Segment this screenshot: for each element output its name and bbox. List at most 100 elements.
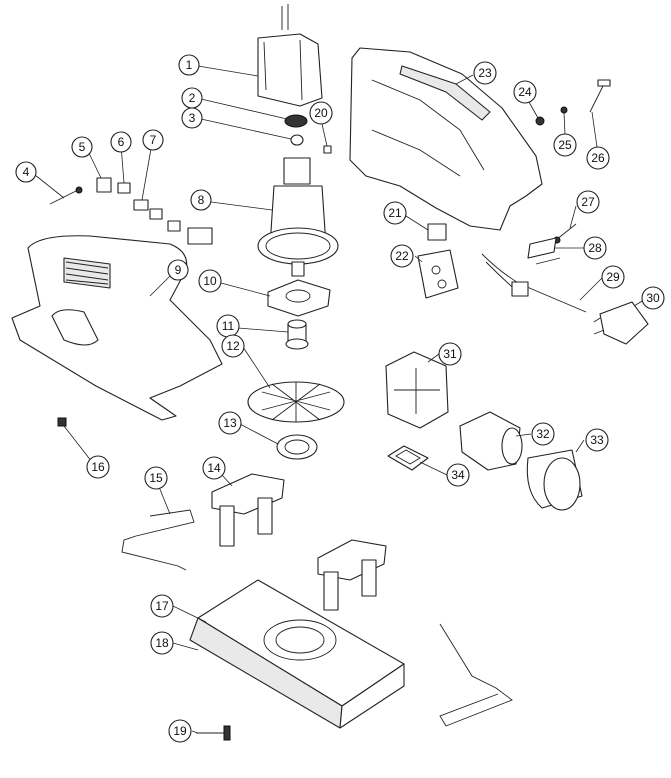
svg-text:26: 26 [591, 151, 605, 165]
svg-text:33: 33 [590, 433, 604, 447]
callout-6: 6 [110, 131, 132, 153]
callout-20: 20 [309, 101, 333, 125]
callout-31: 31 [438, 342, 462, 366]
svg-text:5: 5 [79, 140, 86, 154]
part-20-nut [323, 145, 332, 154]
callout-22: 22 [390, 244, 414, 268]
svg-text:29: 29 [606, 270, 620, 284]
svg-text:30: 30 [646, 291, 660, 305]
part-19-screw [196, 725, 231, 741]
callout-10: 10 [198, 269, 222, 293]
part-23-housing-half [349, 47, 543, 231]
svg-text:32: 32 [536, 427, 550, 441]
svg-text:31: 31 [443, 347, 457, 361]
svg-text:23: 23 [478, 66, 492, 80]
callout-19: 19 [168, 719, 192, 743]
part-14-bracket [211, 473, 285, 547]
part-11-sleeve [285, 319, 309, 350]
callout-26: 26 [586, 146, 610, 170]
part-32-cap [459, 411, 523, 471]
callout-33: 33 [585, 428, 609, 452]
svg-text:24: 24 [518, 85, 532, 99]
part-8-armature [257, 157, 339, 277]
svg-text:17: 17 [155, 599, 169, 613]
part-4-screw [49, 186, 83, 205]
part-22-switch [417, 249, 459, 299]
part-21-capacitor [427, 223, 447, 241]
callout-16: 16 [86, 455, 110, 479]
part-34-gasket [387, 445, 429, 471]
callout-24: 24 [513, 80, 537, 104]
part-16-nut [57, 417, 67, 427]
svg-text:27: 27 [581, 195, 595, 209]
callout-7: 7 [142, 129, 164, 151]
callout-27: 27 [576, 190, 600, 214]
callout-34: 34 [446, 463, 470, 487]
callout-29: 29 [601, 265, 625, 289]
callout-25: 25 [553, 133, 577, 157]
svg-text:6: 6 [118, 135, 125, 149]
svg-text:21: 21 [388, 206, 402, 220]
callout-2: 2 [181, 87, 203, 109]
part-24-washer [535, 116, 545, 126]
svg-text:15: 15 [149, 471, 163, 485]
callout-5: 5 [71, 136, 93, 158]
part-27-screw [553, 223, 577, 244]
callout-11: 11 [216, 314, 240, 338]
svg-text:16: 16 [91, 460, 105, 474]
svg-text:10: 10 [203, 274, 217, 288]
callout-30: 30 [641, 286, 665, 310]
svg-text:9: 9 [175, 263, 182, 277]
callout-23: 23 [473, 61, 497, 85]
callout-4: 4 [15, 161, 37, 183]
svg-text:11: 11 [222, 319, 235, 333]
part-2-washer [284, 114, 308, 128]
callout-9: 9 [167, 259, 189, 281]
svg-text:25: 25 [558, 138, 572, 152]
part-10-bearing-housing [267, 279, 331, 317]
svg-text:14: 14 [207, 461, 221, 475]
part-18-pad [189, 617, 405, 729]
part-3-bearing [290, 134, 304, 146]
svg-text:19: 19 [173, 724, 187, 738]
part-30-plug [593, 301, 649, 345]
svg-text:20: 20 [314, 106, 328, 120]
part-13-bearing [276, 434, 318, 460]
svg-text:4: 4 [23, 165, 30, 179]
part-29-power-cord [481, 253, 587, 313]
callout-15: 15 [144, 466, 168, 490]
svg-text:1: 1 [186, 58, 193, 72]
callout-12: 12 [221, 334, 245, 358]
part-clamp-wire-b [439, 623, 513, 727]
part-25-spring-washer [560, 106, 568, 114]
svg-text:2: 2 [189, 91, 196, 105]
callout-8: 8 [190, 189, 212, 211]
callout-1: 1 [178, 54, 200, 76]
svg-text:22: 22 [395, 249, 409, 263]
part-31-bracket [385, 351, 449, 429]
svg-text:28: 28 [588, 241, 602, 255]
part-1-brush-plate [257, 4, 323, 107]
callout-18: 18 [150, 631, 174, 655]
callout-13: 13 [218, 411, 242, 435]
part-9-housing [11, 235, 223, 421]
callout-14: 14 [202, 456, 226, 480]
part-12-fan [247, 381, 345, 423]
callout-28: 28 [583, 236, 607, 260]
part-28-cord-clamp [527, 237, 561, 265]
svg-text:18: 18 [155, 636, 169, 650]
part-14b-bracket [317, 539, 387, 611]
svg-text:8: 8 [198, 193, 205, 207]
part-15-clamp-wire [121, 509, 195, 571]
part-26-screw [589, 79, 611, 113]
part-33-dust-bag [526, 449, 583, 511]
callout-21: 21 [383, 201, 407, 225]
svg-text:3: 3 [189, 111, 196, 125]
svg-text:7: 7 [150, 133, 157, 147]
svg-text:13: 13 [223, 416, 237, 430]
callout-32: 32 [531, 422, 555, 446]
svg-text:34: 34 [451, 468, 465, 482]
callout-3: 3 [181, 107, 203, 129]
callout-17: 17 [150, 594, 174, 618]
